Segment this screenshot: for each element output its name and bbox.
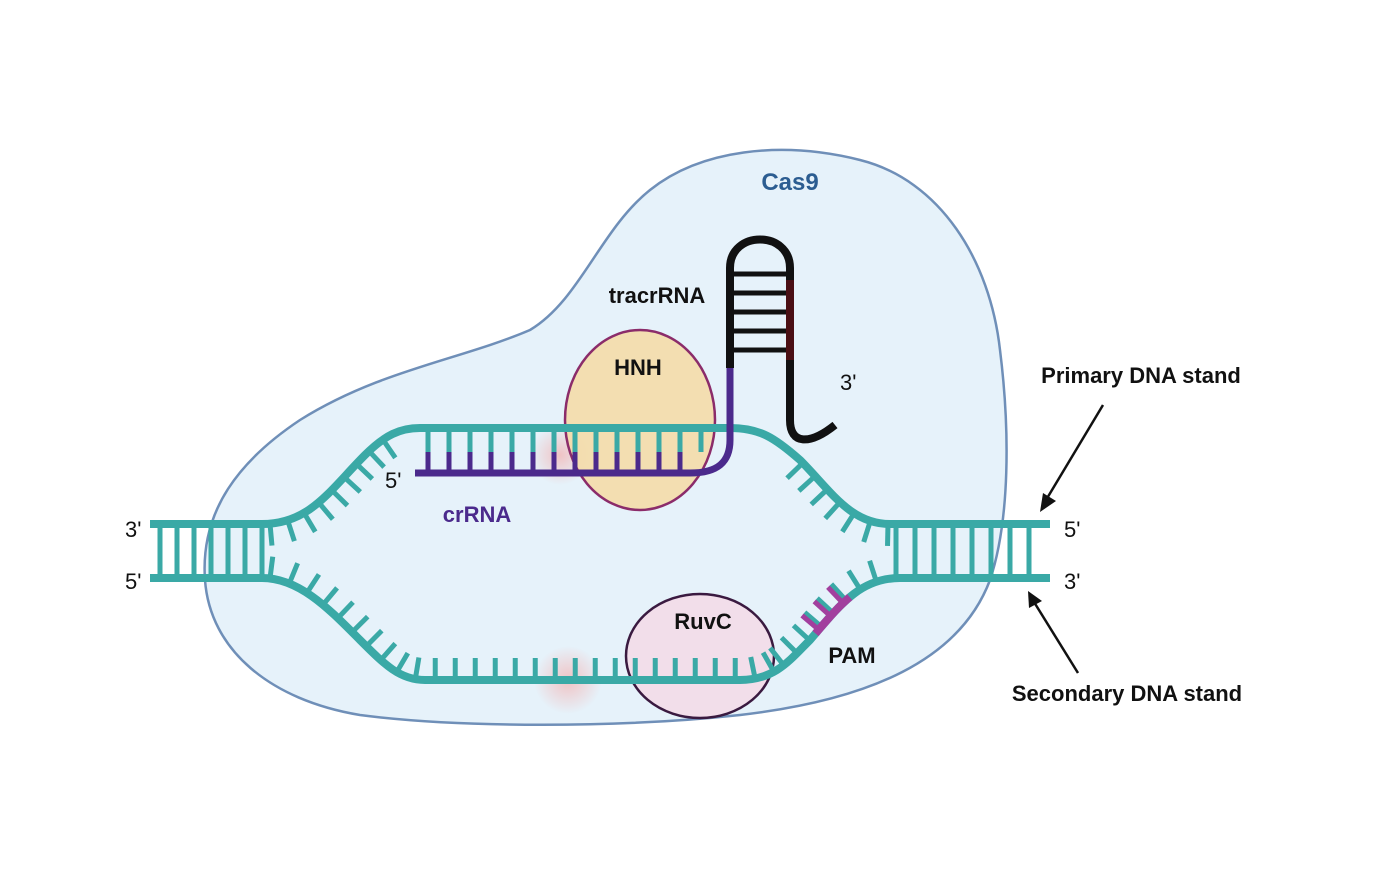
right-top-end-label: 5' bbox=[1064, 517, 1080, 542]
pam-tick bbox=[800, 613, 821, 632]
primary-dna-strand-label: Primary DNA stand bbox=[1041, 363, 1241, 388]
pam-tick bbox=[826, 585, 845, 605]
dna-base-pairs bbox=[157, 430, 1032, 680]
pam-label: PAM bbox=[828, 643, 875, 668]
crrna-5-prime-label: 5' bbox=[385, 468, 401, 493]
pam-backbone bbox=[812, 594, 853, 637]
tracrrna-label: tracrRNA bbox=[609, 283, 706, 308]
crrna-label: crRNA bbox=[443, 502, 512, 527]
right-bottom-end-label: 3' bbox=[1064, 569, 1080, 594]
hnh-label: HNH bbox=[614, 355, 662, 380]
pam-tick bbox=[812, 599, 833, 618]
secondary-strand-arrow bbox=[1028, 591, 1080, 674]
left-bottom-end-label: 5' bbox=[125, 569, 141, 594]
tracrrna-3-prime-label: 3' bbox=[840, 370, 856, 395]
tracrrna-hairpin bbox=[726, 235, 838, 444]
crrna-strand bbox=[415, 368, 734, 477]
left-top-end-label: 3' bbox=[125, 517, 141, 542]
pam-sequence bbox=[800, 585, 853, 637]
cas9-label: Cas9 bbox=[761, 169, 818, 196]
secondary-dna-strand-label: Secondary DNA stand bbox=[1012, 681, 1242, 706]
primary-strand-arrow bbox=[1040, 404, 1105, 512]
ruvc-label: RuvC bbox=[674, 609, 732, 634]
